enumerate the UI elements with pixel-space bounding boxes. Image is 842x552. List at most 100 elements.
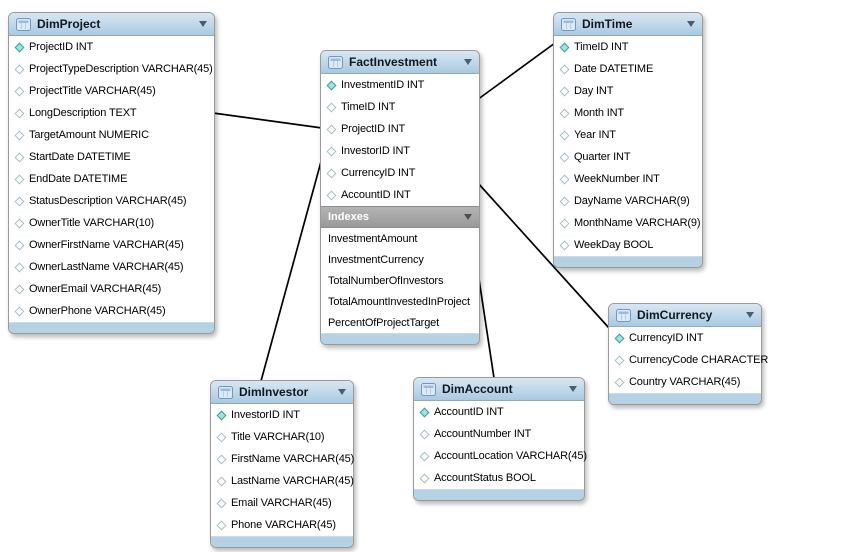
attribute-icon: [326, 102, 337, 112]
attribute-icon: [559, 64, 570, 74]
index-label: TotalAmountInvestedInProject: [328, 295, 470, 308]
index-row: InvestmentCurrency: [321, 249, 479, 270]
attribute-icon: [614, 355, 625, 365]
relationship-line-FactInvestment-DimTime[interactable]: [476, 42, 556, 101]
column-row: AccountID INT: [414, 401, 584, 423]
indexes-header[interactable]: Indexes: [321, 206, 479, 228]
column-row: TimeID INT: [554, 36, 702, 58]
attribute-icon: [14, 130, 25, 140]
column-row: OwnerLastName VARCHAR(45): [9, 256, 214, 278]
column-label: LongDescription TEXT: [29, 107, 137, 119]
column-row: AccountNumber INT: [414, 423, 584, 445]
column-row: OwnerTitle VARCHAR(10): [9, 212, 214, 234]
relationship-line-FactInvestment-DimCurrency[interactable]: [476, 181, 610, 329]
collapse-arrow-icon[interactable]: [687, 21, 695, 27]
column-row: AccountStatus BOOL: [414, 467, 584, 489]
column-label: EndDate DATETIME: [29, 173, 128, 185]
primary-key-icon: [419, 407, 430, 417]
column-row: AccountID INT: [321, 184, 479, 206]
table-footer: [211, 536, 353, 547]
collapse-arrow-icon[interactable]: [569, 386, 577, 392]
table-header[interactable]: DimCurrency: [609, 304, 761, 327]
attribute-icon: [216, 520, 227, 530]
column-label: AccountID INT: [341, 189, 411, 201]
table-header[interactable]: DimTime: [554, 13, 702, 36]
column-label: TimeID INT: [574, 41, 629, 53]
table-footer: [414, 489, 584, 500]
column-row: TimeID INT: [321, 96, 479, 118]
collapse-arrow-icon[interactable]: [338, 389, 346, 395]
table-title: DimProject: [37, 17, 101, 31]
table-header[interactable]: DimInvestor: [211, 381, 353, 404]
column-row: DayName VARCHAR(9): [554, 190, 702, 212]
column-row: Email VARCHAR(45): [211, 492, 353, 514]
column-label: AccountLocation VARCHAR(45): [434, 450, 587, 462]
attribute-icon: [614, 377, 625, 387]
index-label: InvestmentAmount: [328, 232, 418, 245]
column-row: ProjectID INT: [321, 118, 479, 140]
collapse-arrow-icon[interactable]: [464, 214, 472, 220]
relationship-line-DimProject-FactInvestment[interactable]: [212, 112, 323, 129]
column-row: InvestorID INT: [321, 140, 479, 162]
column-row: InvestorID INT: [211, 404, 353, 426]
attribute-icon: [559, 240, 570, 250]
attribute-icon: [14, 86, 25, 96]
table-icon: [218, 385, 233, 399]
attribute-icon: [14, 174, 25, 184]
column-label: MonthName VARCHAR(9): [574, 217, 701, 229]
column-label: StatusDescription VARCHAR(45): [29, 195, 187, 207]
primary-key-icon: [559, 42, 570, 52]
relationship-line-FactInvestment-DimInvestor[interactable]: [260, 157, 323, 382]
column-row: CurrencyID INT: [609, 327, 761, 349]
columns-list: AccountID INT AccountNumber INT AccountLoc…: [414, 401, 587, 489]
column-label: ProjectID INT: [29, 41, 94, 53]
column-row: TargetAmount NUMERIC: [9, 124, 214, 146]
attribute-icon: [559, 218, 570, 228]
collapse-arrow-icon[interactable]: [746, 312, 754, 318]
column-row: AccountLocation VARCHAR(45): [414, 445, 587, 467]
column-label: WeekDay BOOL: [574, 239, 654, 251]
attribute-icon: [216, 454, 227, 464]
index-label: PercentOfProjectTarget: [328, 316, 440, 329]
attribute-icon: [326, 168, 337, 178]
column-label: Year INT: [574, 129, 616, 141]
column-label: Country VARCHAR(45): [629, 376, 741, 388]
table-title: DimInvestor: [239, 385, 309, 399]
table-header[interactable]: FactInvestment: [321, 51, 479, 74]
column-row: Date DATETIME: [554, 58, 702, 80]
table-title: DimTime: [582, 17, 633, 31]
collapse-arrow-icon[interactable]: [199, 21, 207, 27]
column-row: Day INT: [554, 80, 702, 102]
column-row: OwnerFirstName VARCHAR(45): [9, 234, 214, 256]
column-row: Phone VARCHAR(45): [211, 514, 353, 536]
attribute-icon: [14, 306, 25, 316]
primary-key-icon: [614, 333, 625, 343]
attribute-icon: [559, 152, 570, 162]
column-label: DayName VARCHAR(9): [574, 195, 690, 207]
table-header[interactable]: DimAccount: [414, 378, 584, 401]
attribute-icon: [559, 196, 570, 206]
attribute-icon: [14, 108, 25, 118]
column-label: AccountNumber INT: [434, 428, 532, 440]
table-footer: [609, 393, 761, 404]
column-row: Quarter INT: [554, 146, 702, 168]
column-row: LongDescription TEXT: [9, 102, 214, 124]
table-header[interactable]: DimProject: [9, 13, 214, 36]
column-row: CurrencyCode CHARACTER: [609, 349, 768, 371]
column-label: InvestorID INT: [341, 145, 410, 157]
attribute-icon: [14, 262, 25, 272]
primary-key-icon: [216, 410, 227, 420]
column-label: TimeID INT: [341, 101, 396, 113]
table-icon: [616, 308, 631, 322]
collapse-arrow-icon[interactable]: [464, 59, 472, 65]
column-label: ProjectID INT: [341, 123, 406, 135]
column-row: LastName VARCHAR(45): [211, 470, 354, 492]
